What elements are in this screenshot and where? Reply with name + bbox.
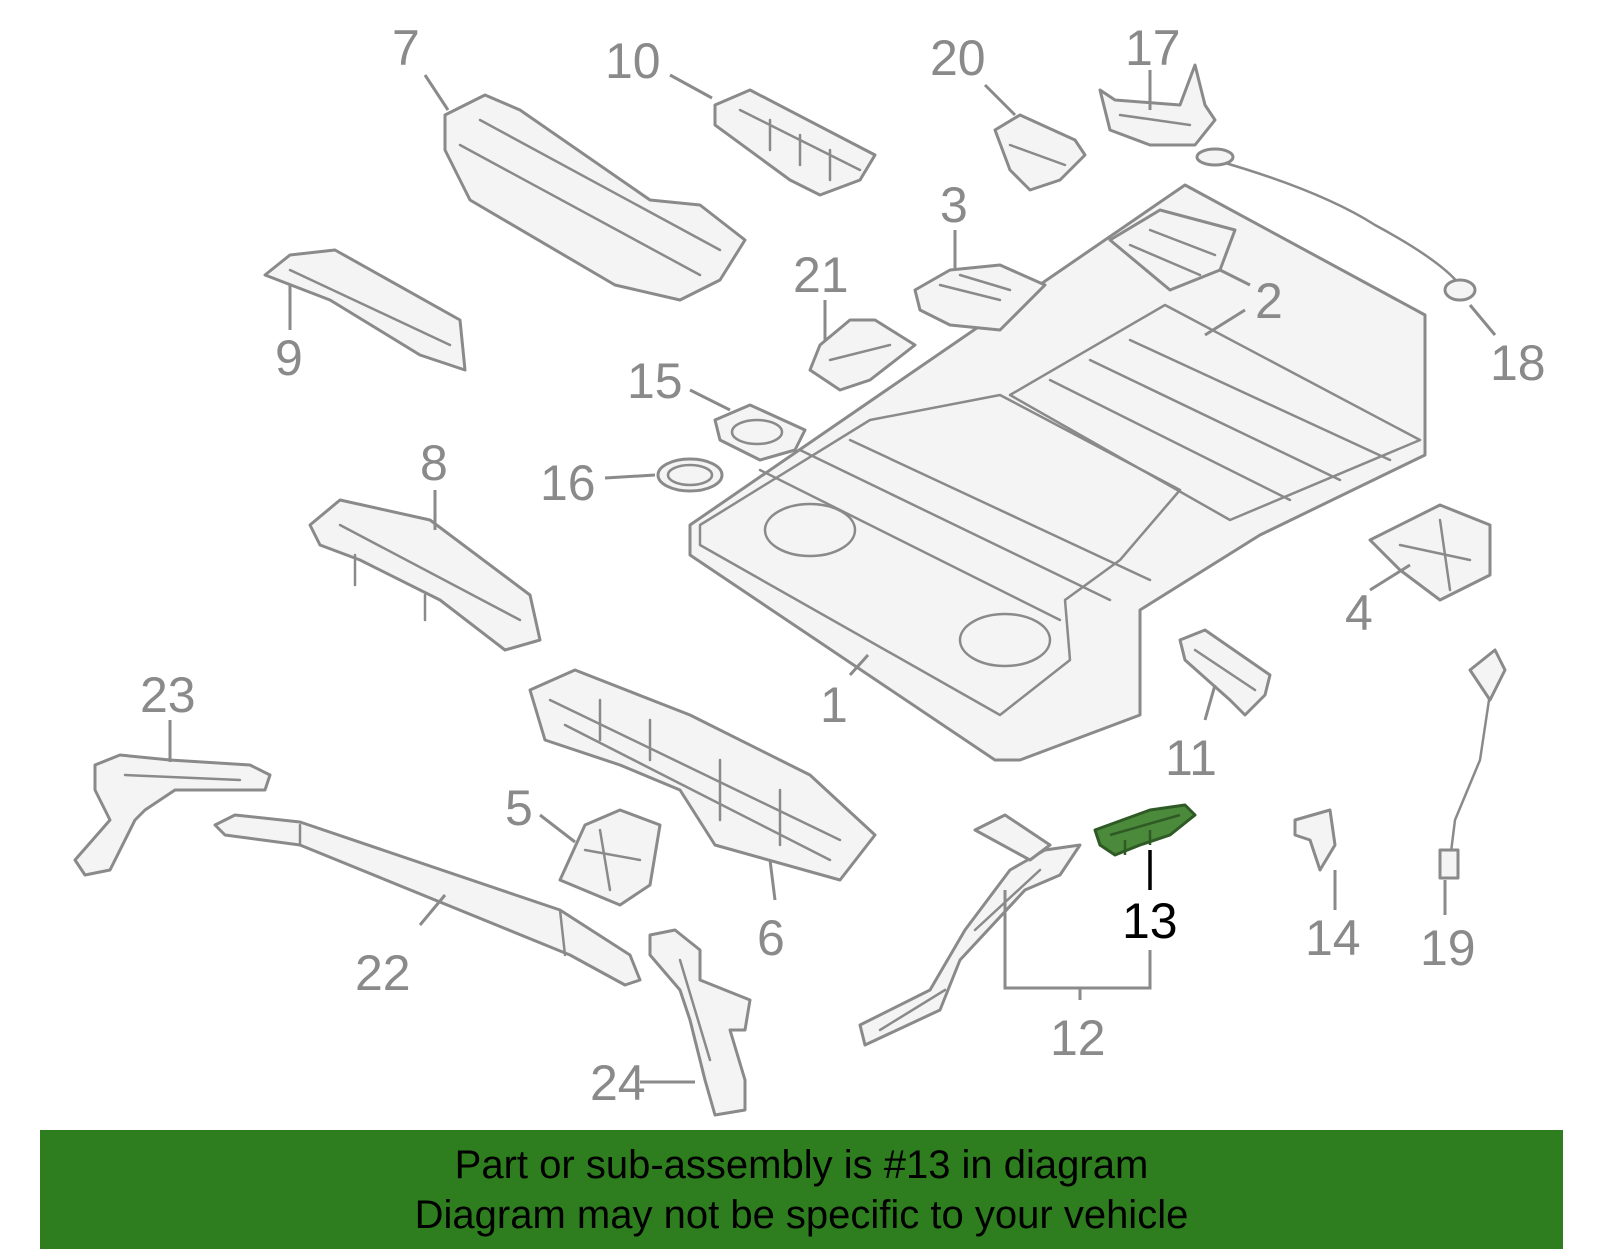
callout-12: 12	[1050, 1010, 1106, 1066]
part-2-upper-panel[interactable]	[1108, 208, 1237, 292]
callout-24: 24	[590, 1055, 646, 1111]
info-banner: Part or sub-assembly is #13 in diagram D…	[40, 1130, 1563, 1249]
part-19-cable[interactable]	[1438, 648, 1507, 880]
part-8-rail[interactable]	[308, 498, 542, 652]
callout-14: 14	[1305, 910, 1361, 966]
part-20-bracket[interactable]	[993, 113, 1087, 192]
callout-18: 18	[1490, 335, 1546, 391]
callouts: 7 10 20 17 3 21 9 2 18 15 16 8 1 4 11 5 …	[140, 20, 1546, 1111]
callout-8: 8	[420, 435, 448, 491]
banner-line-2: Diagram may not be specific to your vehi…	[414, 1193, 1189, 1237]
part-21-bracket[interactable]	[808, 318, 917, 392]
callout-23: 23	[140, 667, 196, 723]
callout-9: 9	[275, 330, 303, 386]
part-12-side-rail[interactable]	[858, 813, 1082, 1047]
leader-lines	[168, 70, 1497, 1084]
part-13-highlighted[interactable]	[1093, 803, 1197, 857]
part-6-cross-member[interactable]	[528, 668, 877, 882]
part-15-plate[interactable]	[713, 403, 807, 462]
part-18-cable[interactable]	[1195, 147, 1477, 302]
callout-21: 21	[793, 247, 849, 303]
callout-7: 7	[392, 20, 420, 76]
part-22-bar[interactable]	[213, 813, 642, 987]
callout-16: 16	[540, 455, 596, 511]
callout-20: 20	[930, 30, 986, 86]
callout-13: 13	[1122, 893, 1178, 949]
part-23-bracket[interactable]	[73, 753, 272, 877]
callout-10: 10	[605, 33, 661, 89]
part-5-bracket[interactable]	[558, 808, 662, 907]
callout-15: 15	[627, 353, 683, 409]
part-3-bracket[interactable]	[913, 263, 1047, 332]
part-4-bracket[interactable]	[1368, 503, 1492, 602]
callout-5: 5	[505, 780, 533, 836]
part-16-grommet[interactable]	[656, 457, 724, 493]
callout-2: 2	[1255, 273, 1283, 329]
part-24-pillar[interactable]	[648, 928, 752, 1117]
part-14-bracket[interactable]	[1293, 808, 1337, 872]
callout-19: 19	[1420, 920, 1476, 976]
part-11-bracket[interactable]	[1178, 628, 1272, 717]
part-17-bracket[interactable]	[1098, 63, 1217, 147]
part-1-floor-pan[interactable]	[688, 183, 1427, 762]
callout-17: 17	[1125, 20, 1181, 76]
callout-1: 1	[820, 677, 848, 733]
callout-6: 6	[757, 910, 785, 966]
part-9-brace[interactable]	[263, 248, 467, 372]
callout-3: 3	[940, 177, 968, 233]
parts-diagram: 7 10 20 17 3 21 9 2 18 15 16 8 1 4 11 5 …	[73, 20, 1546, 1117]
callout-4: 4	[1345, 585, 1373, 641]
banner-line-1: Part or sub-assembly is #13 in diagram	[454, 1143, 1149, 1187]
callout-22: 22	[355, 945, 411, 1001]
part-10-channel[interactable]	[713, 88, 877, 197]
callout-11: 11	[1165, 730, 1217, 786]
part-7-cross-member[interactable]	[443, 93, 747, 302]
